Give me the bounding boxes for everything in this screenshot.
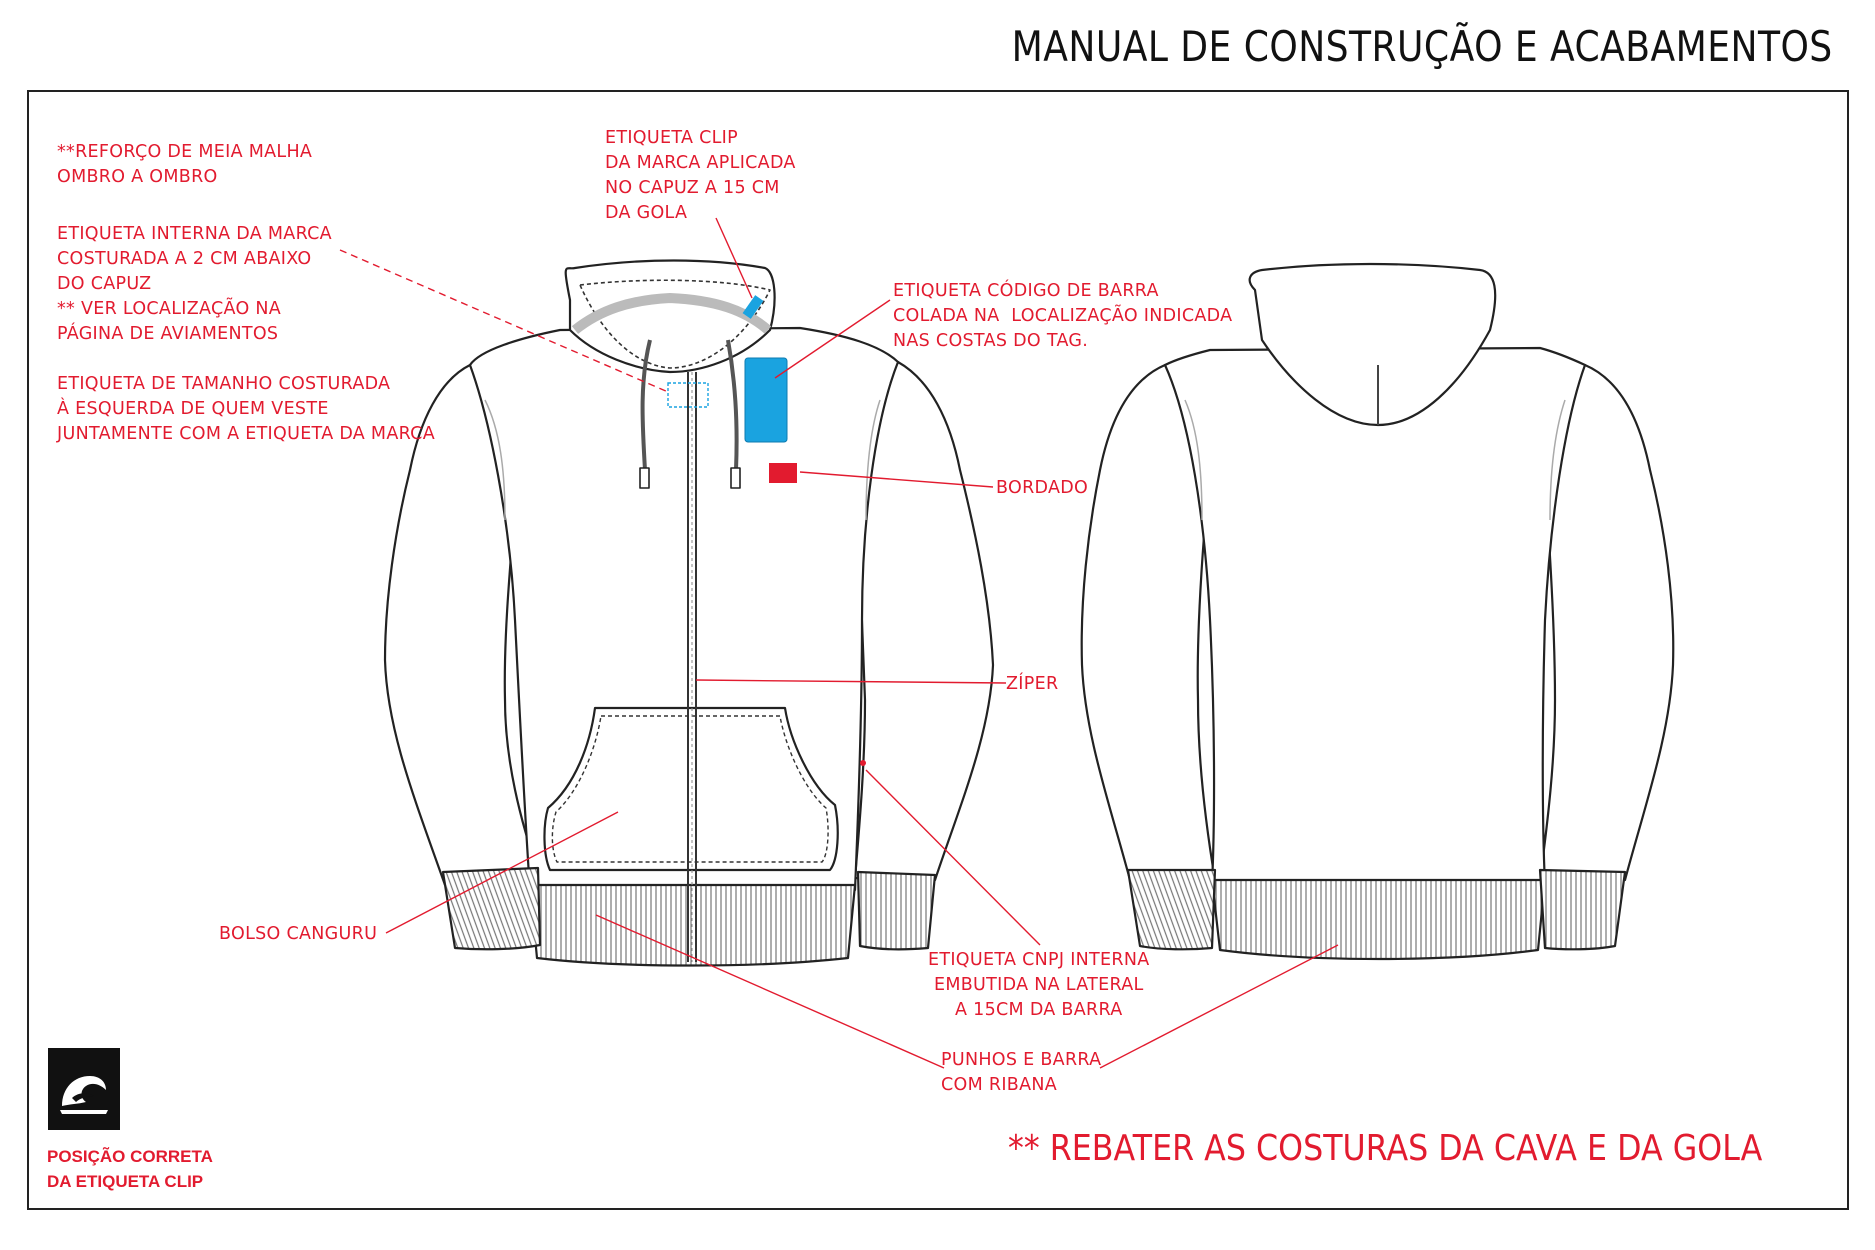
label-etiqueta-clip: ETIQUETA CLIP DA MARCA APLICADA NO CAPUZ… [605,128,796,223]
label-bordado: BORDADO [996,478,1089,498]
back-right-sleeve [1538,363,1675,882]
leader-clip [715,217,753,299]
left-drawstring [640,339,652,471]
hood-clip-tab [742,295,764,319]
back-body [1163,346,1587,887]
back-hood [1248,262,1497,427]
leader-bolso [385,811,619,934]
label-ziper: ZÍPER [1006,674,1059,694]
logo-caption: POSIÇÃO CORRETA DA ETIQUETA CLIP [47,1147,213,1191]
label-cnpj: ETIQUETA CNPJ INTERNA EMBUTIDA NA LATERA… [928,950,1150,1020]
drawing-frame [27,90,1849,1210]
inner-label-outline [667,382,709,408]
leader-codigo-barra [774,299,891,379]
back-left-cuff [1126,868,1217,951]
embroidery-patch [769,463,797,483]
label-reforco: **REFORÇO DE MEIA MALHA OMBRO A OMBRO [57,142,313,187]
right-drawstring [726,339,739,471]
leader-punhos-front [595,914,945,1069]
clip-tag [744,357,788,443]
page-title: MANUAL DE CONSTRUÇÃO E ACABAMENTOS [1011,22,1833,71]
front-left-cuff [441,866,542,951]
kangaroo-pocket [543,706,839,872]
brand-wave-logo-icon [48,1048,120,1130]
label-etiqueta-tamanho: ETIQUETA DE TAMANHO COSTURADA À ESQUERDA… [57,374,435,444]
leader-bordado [799,471,994,488]
label-codigo-barra: ETIQUETA CÓDIGO DE BARRA COLADA NA LOCAL… [893,281,1233,351]
leader-punhos-back [1099,944,1339,1069]
label-bolso-canguru: BOLSO CANGURU [219,924,378,944]
back-left-sleeve [1080,363,1217,882]
back-hoodie [1080,262,1675,961]
leader-cnpj [865,769,1041,946]
label-punhos-barra: PUNHOS E BARRA COM RIBANA [941,1050,1102,1095]
leader-ziper [695,679,1007,684]
front-hoodie [383,259,995,967]
label-etiqueta-interna: ETIQUETA INTERNA DA MARCA COSTURADA A 2 … [57,224,332,344]
back-waist-rib [1210,878,1547,961]
sewing-note: ** REBATER AS COSTURAS DA CAVA E DA GOLA [1008,1128,1763,1169]
back-right-cuff [1538,868,1627,951]
front-right-cuff [856,870,937,951]
leader-lines [339,217,1339,1069]
cnpj-label-dot [860,760,866,766]
